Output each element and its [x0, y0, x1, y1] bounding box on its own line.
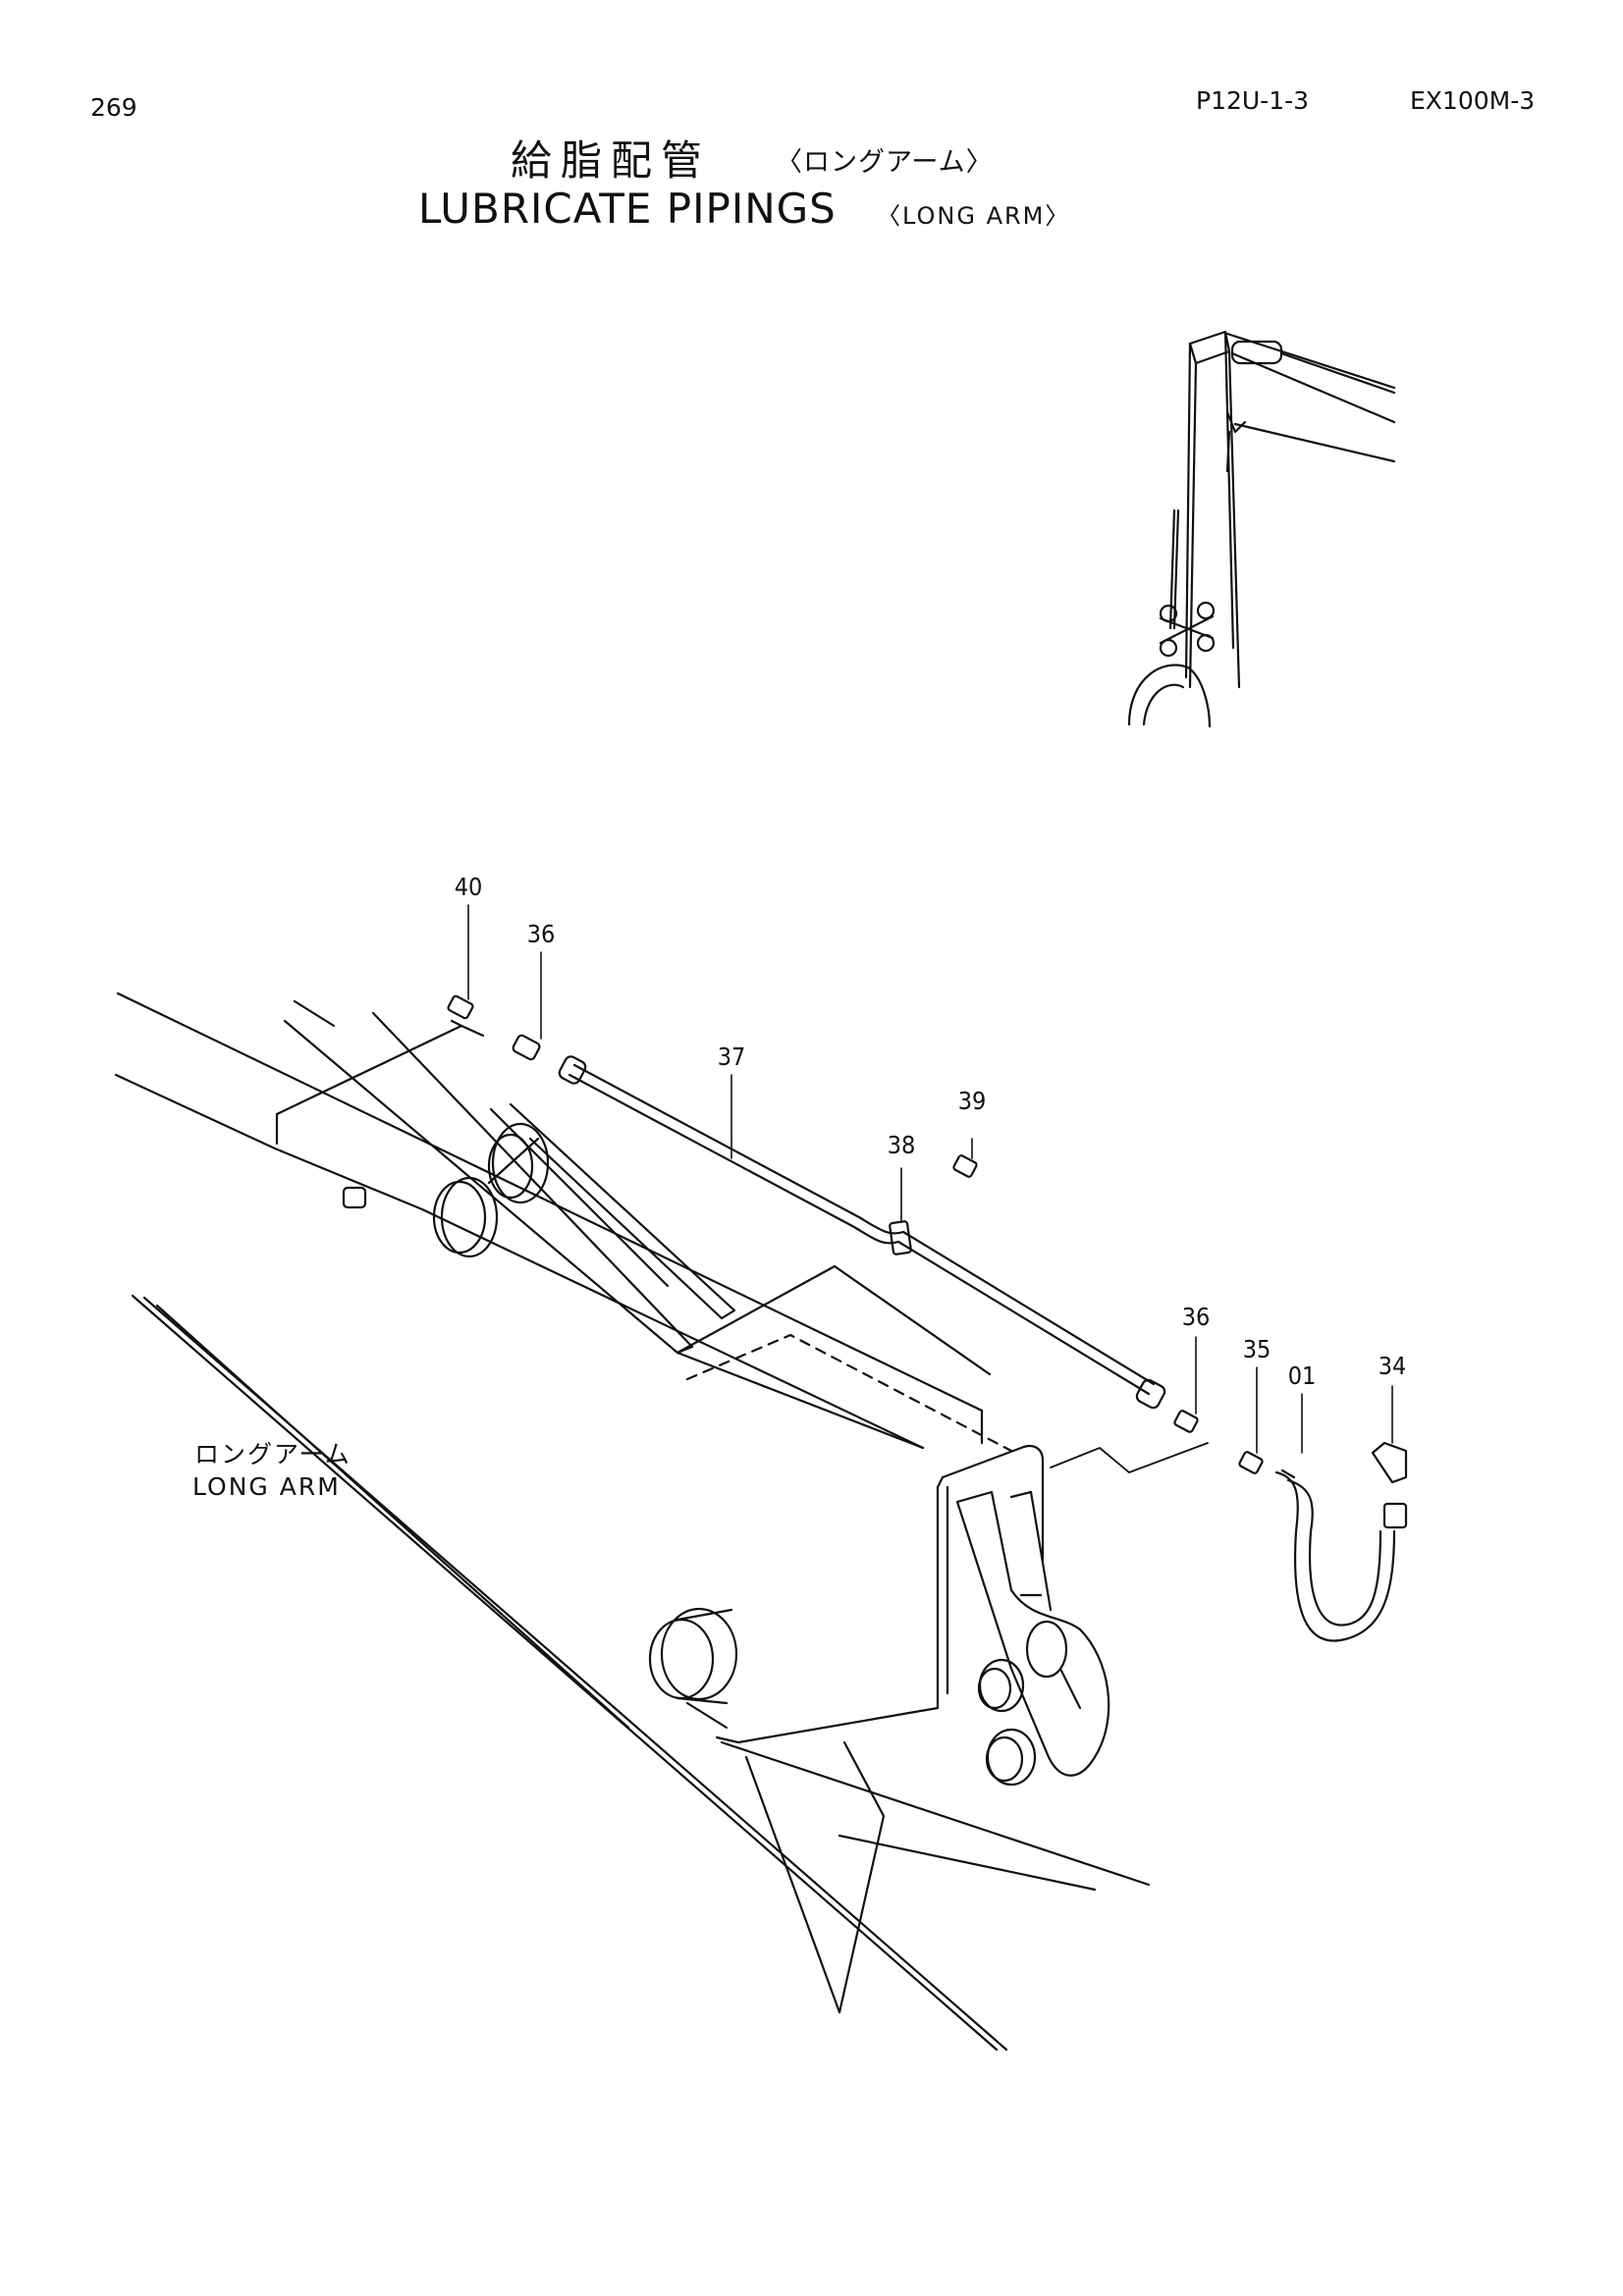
inset-locator-view	[1127, 330, 1396, 728]
callout-40: 40	[455, 873, 483, 901]
section-code: P12U-1-3	[1196, 86, 1310, 115]
title-japanese: 給脂配管	[511, 136, 712, 185]
callout-37: 37	[718, 1042, 746, 1071]
title-english: LUBRICATE PIPINGS	[418, 185, 837, 233]
callout-38: 38	[888, 1131, 916, 1159]
fittings	[447, 994, 1408, 1642]
callout-35: 35	[1243, 1335, 1271, 1363]
long-arm-body	[114, 991, 1209, 2052]
callout-36-lower: 36	[1182, 1303, 1211, 1331]
callout-36-upper: 36	[527, 920, 556, 948]
grease-pipe-37	[558, 1055, 1166, 1410]
callout-34: 34	[1379, 1352, 1407, 1380]
callout-group: 40 36 37 39 38 36 35 01 34	[455, 873, 1407, 1390]
model-code: EX100M-3	[1410, 86, 1536, 115]
callout-39: 39	[958, 1087, 987, 1115]
title-english-subtitle: 〈LONG ARM〉	[877, 202, 1071, 230]
leader-lines	[467, 904, 1393, 1454]
title-japanese-subtitle: 〈ロングアーム〉	[776, 147, 994, 178]
callout-01: 01	[1288, 1362, 1317, 1390]
page-number: 269	[90, 93, 137, 122]
arm-label-english: LONG ARM	[192, 1472, 341, 1501]
